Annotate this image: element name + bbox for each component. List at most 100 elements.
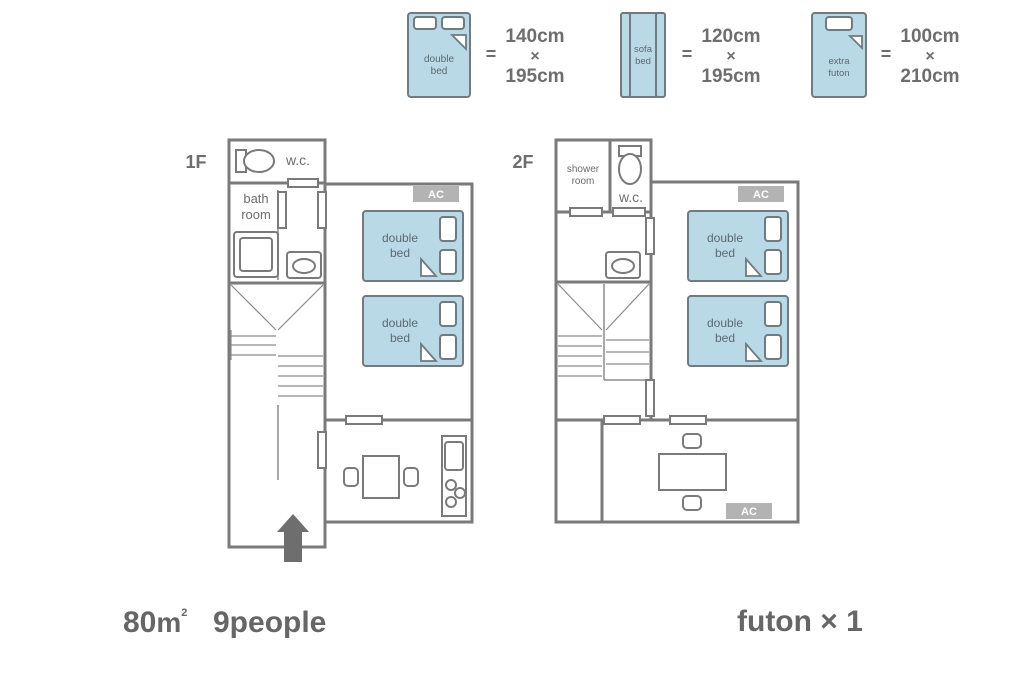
area-number: 80 (123, 606, 156, 639)
floor-2-shower-label-1: shower (567, 164, 600, 175)
area-unit: m (156, 607, 181, 638)
legend-sofa-bed: sofa bed = 120cm × 195cm (620, 12, 761, 98)
floor-1-plan: 1F w.c. bath room (185, 138, 474, 562)
legend-double-times: × (530, 48, 539, 65)
blanket-fold-icon (745, 341, 763, 362)
entrance-arrow-icon (277, 514, 309, 562)
floor-1-bath-label-2: room (241, 207, 271, 222)
pillow-icon (439, 216, 457, 242)
double-bed-icon (687, 210, 789, 282)
pillow-icon (764, 249, 782, 275)
floor-1-bed-2: double bed (362, 295, 464, 367)
door (612, 207, 646, 217)
capacity: 9people (213, 606, 326, 639)
legend-sofa-eq: = (682, 44, 693, 64)
bed-label-1: double (707, 316, 743, 330)
legend-double-dim2: 195cm (505, 66, 564, 87)
legend-double-dim1: 140cm (505, 26, 564, 47)
double-bed-icon (407, 12, 471, 98)
door (345, 415, 383, 425)
pillow-icon (825, 16, 853, 31)
legend-double-label-1: double (424, 54, 454, 65)
blanket-fold-icon (847, 35, 863, 51)
legend-sofa-dim2: 195cm (701, 66, 760, 87)
floor-2-wc-label: w.c. (618, 189, 643, 205)
blanket-fold-icon (745, 256, 763, 277)
bed-label-2: bed (390, 246, 410, 260)
double-bed-icon (687, 295, 789, 367)
bed-label-1: double (707, 231, 743, 245)
door (277, 191, 287, 229)
floor-2-bed-2: double bed (687, 295, 789, 367)
legend-futon-times: × (925, 48, 934, 65)
sink-icon (605, 251, 641, 279)
ac-unit (413, 186, 459, 202)
sofa-arm-icon (620, 12, 631, 98)
door (645, 217, 655, 255)
bed-label-1: double (382, 231, 418, 245)
legend-futon-eq: = (881, 44, 892, 64)
floor-2-ac-top-label: AC (753, 189, 769, 201)
futon-icon (811, 12, 867, 98)
bed-label-1: double (382, 316, 418, 330)
footer-summary: 80m2 9people futon × 1 (123, 605, 863, 639)
door (569, 207, 603, 217)
legend-double-eq: = (486, 44, 497, 64)
blanket-fold-icon (420, 256, 438, 277)
pillow-icon (413, 16, 437, 30)
legend-double-bed: double bed = 140cm × 195cm (407, 12, 565, 98)
legend-extra-futon: extra futon = 100cm × 210cm (811, 12, 960, 98)
door (317, 191, 327, 229)
legend-futon-dim2: 210cm (900, 66, 959, 87)
legend-futon-label-1: extra (828, 56, 850, 67)
door (669, 415, 707, 425)
floor-1-ac-label: AC (428, 189, 444, 201)
bed-label-2: bed (715, 246, 735, 260)
floor-2-ac-bottom-label: AC (741, 506, 757, 518)
pillow-icon (441, 16, 465, 30)
pillow-icon (439, 301, 457, 327)
door (287, 178, 319, 188)
futon-count: futon × 1 (737, 605, 863, 638)
legend-futon-label-2: futon (828, 68, 849, 79)
floor-2-plan: 2F shower room w.c. (512, 138, 800, 524)
ac-unit (738, 186, 784, 202)
floor-2-title: 2F (512, 152, 533, 172)
floor-1-stairs (230, 284, 324, 397)
door (317, 431, 327, 469)
pillow-icon (439, 334, 457, 360)
floor-2-stairs (557, 283, 650, 377)
legend-sofa-label-1: sofa (634, 44, 653, 55)
floor-1-walls (227, 138, 474, 549)
bed-label-2: bed (390, 331, 410, 345)
legend-sofa-dim1: 120cm (701, 26, 760, 47)
double-bed-icon (362, 295, 464, 367)
double-bed-icon (362, 210, 464, 282)
bathtub-icon (233, 231, 279, 278)
floor-1-title: 1F (185, 152, 206, 172)
bed-label-2: bed (715, 331, 735, 345)
toilet-icon (235, 149, 275, 173)
blanket-fold-icon (420, 341, 438, 362)
legend-sofa-label-2: bed (635, 56, 651, 67)
legend-sofa-times: × (726, 48, 735, 65)
dining-table-icon (658, 433, 727, 511)
floor-1-bath-label-1: bath (243, 191, 268, 206)
legend-futon-dim1: 100cm (900, 26, 959, 47)
floor-2-walls (554, 138, 800, 524)
sink-icon (286, 251, 322, 279)
pillow-icon (764, 301, 782, 327)
door (603, 415, 641, 425)
toilet-icon (618, 145, 642, 185)
pillow-icon (764, 334, 782, 360)
sofa-arm-icon (655, 12, 666, 98)
floor-2-bed-1: double bed (687, 210, 789, 282)
blanket-fold-icon (449, 34, 467, 52)
floor-1-wc-label: w.c. (285, 152, 310, 168)
legend-double-label-2: bed (431, 66, 448, 77)
floor-area: 80m2 (123, 606, 187, 639)
kitchen-counter-icon (441, 435, 467, 517)
door (645, 379, 655, 417)
pillow-icon (764, 216, 782, 242)
